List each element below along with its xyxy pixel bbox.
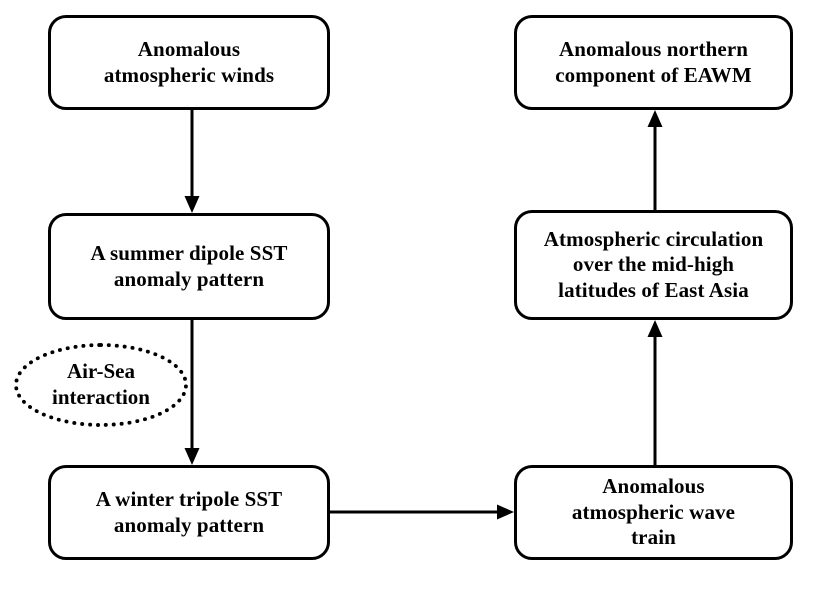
- node-anomalous-atmospheric-winds[interactable]: Anomalous atmospheric winds: [48, 15, 330, 110]
- node-label: A winter tripole SST anomaly pattern: [95, 486, 283, 537]
- node-summer-dipole-sst[interactable]: A summer dipole SST anomaly pattern: [48, 213, 330, 320]
- node-winter-tripole-sst[interactable]: A winter tripole SST anomaly pattern: [48, 465, 330, 560]
- edge-wave-train-to-circulation: [647, 320, 663, 465]
- node-anomalous-wave-train[interactable]: Anomalous atmospheric wave train: [514, 465, 793, 560]
- node-label: Anomalous northern component of EAWM: [555, 36, 752, 87]
- node-air-sea-interaction[interactable]: Air-Sea interaction: [14, 343, 188, 427]
- node-label: A summer dipole SST anomaly pattern: [90, 240, 288, 291]
- edge-summer-sst-to-winter-sst: [184, 320, 200, 465]
- edge-circulation-to-eawm: [647, 110, 663, 210]
- node-label: Air-Sea interaction: [52, 359, 150, 409]
- node-label: Atmospheric circulation over the mid-hig…: [543, 226, 764, 302]
- node-label: Anomalous atmospheric wave train: [571, 474, 736, 550]
- edge-winter-sst-to-wave-train: [330, 504, 514, 520]
- edge-winds-to-summer-sst: [184, 110, 200, 213]
- node-label: Anomalous atmospheric winds: [103, 36, 275, 87]
- node-northern-component-eawm[interactable]: Anomalous northern component of EAWM: [514, 15, 793, 110]
- node-atmospheric-circulation[interactable]: Atmospheric circulation over the mid-hig…: [514, 210, 793, 320]
